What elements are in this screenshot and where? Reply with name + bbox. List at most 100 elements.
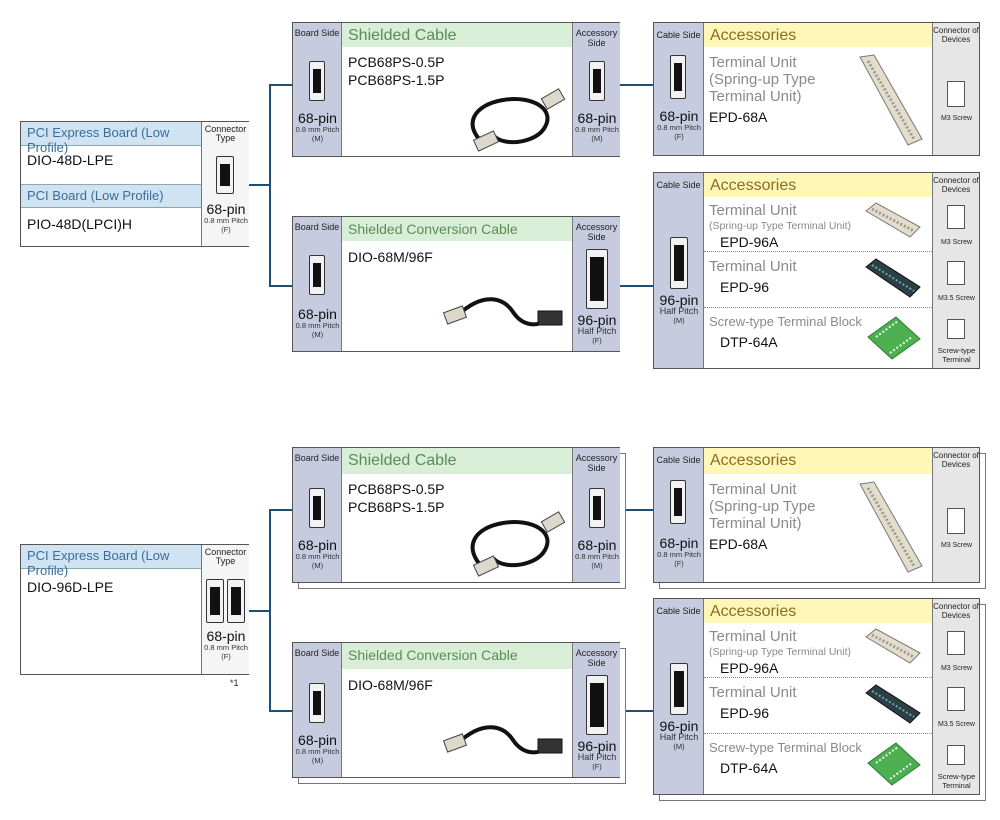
connector-of-devices-label: Connector of Devices (933, 26, 979, 44)
pin-pitch: 0.8 mm Pitch (295, 125, 340, 134)
cable-model: PCB68PS-0.5P (348, 481, 445, 497)
connector-icon (670, 55, 686, 99)
accessory-item-model: DTP-64A (720, 334, 778, 350)
item-divider (704, 251, 932, 252)
device-connector-label: M3 Screw (940, 665, 973, 672)
cable-side-column: Cable Side 68-pin 0.8 mm Pitch (F) (654, 448, 704, 582)
terminal-unit-image (859, 481, 923, 573)
pin-count: 68-pin (577, 110, 617, 126)
pin-count: 68-pin (298, 537, 337, 553)
screw-icon (947, 508, 965, 534)
connector-line (248, 610, 270, 612)
screw-icon (947, 205, 965, 229)
pin-pitch: Half Pitch (659, 732, 699, 742)
pin-count: 68-pin (298, 110, 337, 126)
cable-title: Shielded Conversion Cable (342, 643, 572, 669)
connector-gender: (M) (311, 561, 324, 570)
cable-image (470, 511, 566, 577)
connector-icon (216, 156, 234, 194)
connector-gender: (F) (674, 132, 684, 141)
pin-pitch: 0.8 mm Pitch (295, 321, 340, 330)
connector-line (620, 285, 654, 287)
connector-gender: (F) (221, 225, 231, 234)
board-side-column: Board Side 68-pin 0.8 mm Pitch (M) (293, 23, 342, 156)
connector-gender: (M) (591, 561, 603, 570)
pin-count: 68-pin (577, 537, 617, 553)
accessory-item-title: Terminal Unit (709, 684, 797, 701)
screw-icon (947, 319, 965, 339)
cable-model: PCB68PS-0.5P (348, 54, 445, 70)
accessories-title: Accessories (704, 173, 932, 197)
device-connector-label: M3 Screw (940, 115, 973, 122)
connector-gender: (M) (591, 134, 603, 143)
connector-type-label: Connector Type (204, 547, 247, 566)
connector-of-devices-column: Connector of Devices M3 Screw (932, 23, 979, 155)
pin-pitch: 0.8 mm Pitch (575, 125, 619, 134)
connector-type-label: Connector Type (204, 124, 247, 143)
accessory-side-column: Accessory Side 96-pin Half Pitch (F) (572, 217, 620, 351)
accessories-box: Cable Side 68-pin 0.8 mm Pitch (F) Acces… (653, 447, 980, 583)
screw-icon (947, 261, 965, 285)
connector-line (620, 710, 654, 712)
pin-pitch: 0.8 mm Pitch (295, 747, 340, 756)
accessory-item-title: Terminal Unit (709, 202, 797, 219)
connector-gender: (F) (221, 652, 231, 661)
pin-pitch: 0.8 mm Pitch (295, 552, 340, 561)
pci-board-header: PCI Board (Low Profile) (21, 184, 201, 208)
connector-icon (670, 663, 688, 715)
pin-count: 96-pin (659, 718, 699, 734)
cable-title: Shielded Conversion Cable (342, 217, 572, 241)
terminal-unit-image (865, 628, 921, 664)
accessory-item-model: EPD-96 (720, 279, 770, 295)
accessory-item-model: EPD-96A (720, 660, 779, 676)
connector-line (620, 509, 654, 511)
terminal-unit-image (865, 202, 921, 238)
connector-icon (309, 683, 325, 723)
cable-model: DIO-68M/96F (348, 677, 433, 693)
connector-gender: (F) (674, 559, 684, 568)
pin-pitch: 0.8 mm Pitch (657, 550, 701, 559)
connector-of-devices-label: Connector of Devices (933, 451, 979, 469)
connector-icon (586, 249, 608, 309)
accessory-side-label: Accessory Side (575, 222, 618, 242)
connector-gender: (F) (592, 762, 602, 771)
pcie-board-model: DIO-96D-LPE (27, 579, 114, 595)
pin-pitch: Half Pitch (659, 306, 699, 316)
accessory-item-title: (Spring-up Type (709, 71, 816, 88)
connector-line (269, 285, 293, 287)
accessory-item-model: DTP-64A (720, 760, 778, 776)
connector-type-column: Connector Type 68-pin 0.8 mm Pitch (F) (201, 122, 249, 246)
pin-pitch: Half Pitch (577, 752, 617, 762)
device-connector-label: M3.5 Screw (938, 721, 975, 728)
terminal-unit-image (859, 54, 923, 146)
pin-count: 96-pin (577, 738, 617, 754)
pin-count: 68-pin (298, 306, 337, 322)
accessory-side-column: Accessory Side 68-pin 0.8 mm Pitch (M) (572, 23, 620, 156)
pin-count: 68-pin (659, 108, 699, 124)
connector-line (269, 509, 271, 711)
conversion-cable-box: Board Side 68-pin 0.8 mm Pitch (M) Shiel… (292, 642, 620, 778)
accessory-item-title: Terminal Unit (709, 258, 797, 275)
connector-icon (589, 488, 605, 528)
conversion-cable-image (443, 725, 563, 755)
connector-icon (589, 61, 605, 101)
connector-line (269, 509, 293, 511)
terminal-block-image (867, 316, 921, 360)
board-side-label: Board Side (294, 28, 340, 38)
connector-icon (670, 237, 688, 289)
accessory-side-label: Accessory Side (575, 28, 618, 48)
cable-side-column: Cable Side 96-pin Half Pitch (M) (654, 599, 704, 794)
accessory-side-label: Accessory Side (575, 453, 618, 473)
connector-type-column: Connector Type 68-pin 0.8 mm Pitch (F) (201, 545, 249, 674)
connector-line (620, 84, 654, 86)
cable-title: Shielded Cable (342, 448, 572, 474)
connector-gender: (F) (592, 336, 602, 345)
accessory-item-title: Terminal Unit) (709, 515, 802, 532)
connector-gender: (M) (311, 134, 324, 143)
cable-side-column: Cable Side 96-pin Half Pitch (M) (654, 173, 704, 368)
device-connector-label: M3 Screw (940, 542, 973, 549)
cable-side-label: Cable Side (656, 455, 701, 465)
accessories-title: Accessories (704, 599, 932, 623)
pin-count: 96-pin (659, 292, 699, 308)
pci-board-model: PIO-48D(LPCI)H (27, 216, 133, 232)
